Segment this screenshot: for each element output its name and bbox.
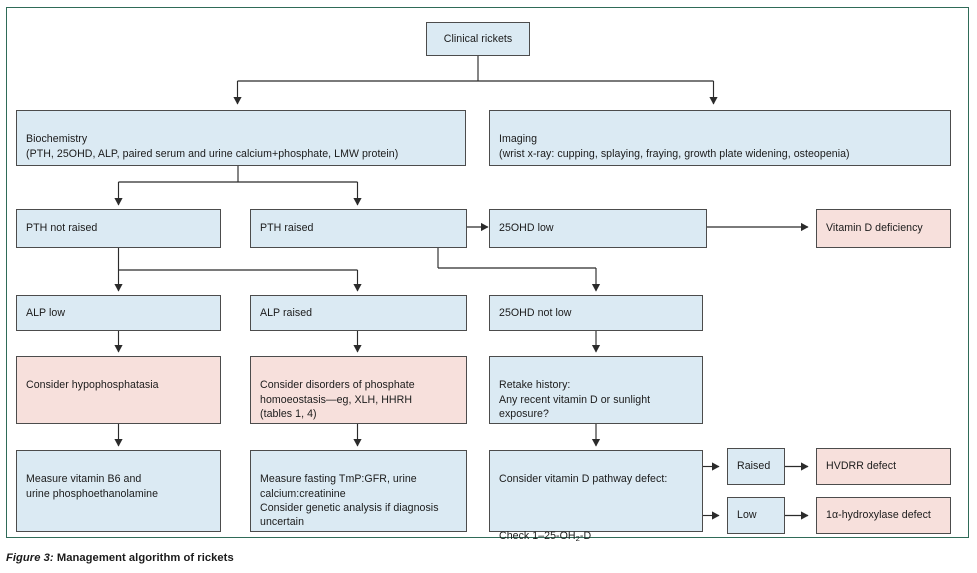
pathway-line-2: Check 1–25-OH2-D: [499, 529, 693, 546]
node-consider-vitamin-d-pathway-defect[interactable]: Consider vitamin D pathway defect: Check…: [489, 450, 703, 543]
node-consider-disorders-phosphate[interactable]: Consider disorders of phosphate homoeost…: [250, 356, 467, 424]
node-vitamin-d-deficiency[interactable]: Vitamin D deficiency: [816, 209, 951, 248]
node-retake-history[interactable]: Retake history: Any recent vitamin D or …: [489, 356, 703, 424]
node-hvdrr-defect[interactable]: HVDRR defect: [816, 448, 951, 485]
figure-caption-label: Figure 3:: [6, 552, 54, 564]
node-retake-history-label: Retake history: Any recent vitamin D or …: [499, 379, 651, 420]
node-pth-not-raised[interactable]: PTH not raised: [16, 209, 221, 248]
node-pth-not-raised-label: PTH not raised: [26, 222, 98, 235]
node-pth-raised-label: PTH raised: [260, 222, 314, 235]
figure-caption: Figure 3: Management algorithm of ricket…: [6, 552, 234, 564]
node-consider-hypophosphatasia[interactable]: Consider hypophosphatasia: [16, 356, 221, 424]
node-alp-raised[interactable]: ALP raised: [250, 295, 467, 331]
node-1a-hydroxylase-defect-label: 1α-hydroxylase defect: [826, 509, 931, 522]
node-clinical-rickets[interactable]: Clinical rickets: [426, 22, 530, 56]
node-measure-fasting-tmpgfr[interactable]: Measure fasting TmP:GFR, urine calcium:c…: [250, 450, 467, 532]
node-measure-vitamin-b6[interactable]: Measure vitamin B6 and urine phosphoetha…: [16, 450, 221, 532]
node-1a-hydroxylase-defect[interactable]: 1α-hydroxylase defect: [816, 497, 951, 534]
pathway-line-1: Consider vitamin D pathway defect:: [499, 473, 668, 486]
node-measure-vitamin-b6-label: Measure vitamin B6 and urine phosphoetha…: [26, 473, 159, 500]
node-imaging-label: Imaging (wrist x-ray: cupping, splaying,…: [499, 133, 850, 160]
node-raised[interactable]: Raised: [727, 448, 785, 485]
node-hvdrr-defect-label: HVDRR defect: [826, 460, 897, 473]
node-measure-fasting-tmpgfr-label: Measure fasting TmP:GFR, urine calcium:c…: [260, 473, 439, 529]
pathway-check-pre: Check 1–25-OH: [499, 530, 576, 543]
pathway-check-post: -D: [579, 530, 592, 543]
node-alp-low-label: ALP low: [26, 306, 66, 319]
node-25ohd-not-low-label: 25OHD not low: [499, 306, 572, 319]
node-biochemistry-label: Biochemistry (PTH, 25OHD, ALP, paired se…: [26, 133, 399, 160]
node-vitamin-d-deficiency-label: Vitamin D deficiency: [826, 222, 923, 235]
node-imaging[interactable]: Imaging (wrist x-ray: cupping, splaying,…: [489, 110, 951, 166]
figure-caption-title: Management algorithm of rickets: [56, 552, 234, 564]
node-alp-low[interactable]: ALP low: [16, 295, 221, 331]
pathway-spacer: [499, 501, 693, 515]
node-alp-raised-label: ALP raised: [260, 306, 313, 319]
node-consider-disorders-phosphate-label: Consider disorders of phosphate homoeost…: [260, 379, 415, 420]
node-25ohd-not-low[interactable]: 25OHD not low: [489, 295, 703, 331]
node-low-label: Low: [737, 509, 757, 522]
node-25ohd-low-label: 25OHD low: [499, 222, 554, 235]
node-clinical-rickets-label: Clinical rickets: [443, 32, 513, 45]
node-consider-hypophosphatasia-label: Consider hypophosphatasia: [26, 379, 159, 392]
node-25ohd-low[interactable]: 25OHD low: [489, 209, 707, 248]
pathway-check-sub: 2: [575, 534, 580, 544]
node-raised-label: Raised: [737, 460, 771, 473]
flowchart-frame: [6, 7, 969, 538]
node-biochemistry[interactable]: Biochemistry (PTH, 25OHD, ALP, paired se…: [16, 110, 466, 166]
node-low[interactable]: Low: [727, 497, 785, 534]
node-pth-raised[interactable]: PTH raised: [250, 209, 467, 248]
